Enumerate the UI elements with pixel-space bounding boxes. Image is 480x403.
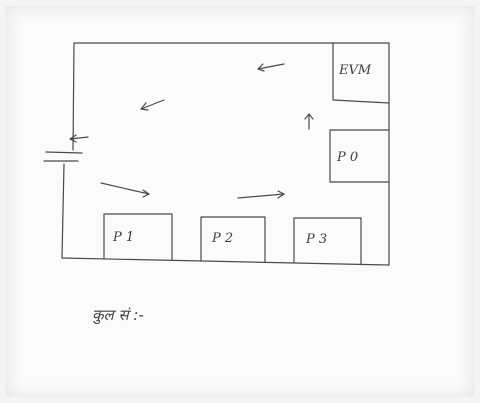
p3-label: P 3 [305, 232, 327, 247]
evm-label: EVM [338, 63, 372, 78]
room-bottom-wall [61, 257, 390, 266]
arrow-left-upper [140, 99, 165, 111]
p2-label: P 2 [211, 231, 233, 246]
p0-label: P 0 [336, 150, 358, 165]
arrow-entry-left [69, 134, 89, 143]
p0-box [329, 129, 390, 183]
paper-sheet [6, 6, 474, 397]
room-left-wall-lower [61, 163, 65, 259]
arrow-up-right [304, 113, 314, 130]
arrow-top-left [257, 63, 285, 72]
p1-box [103, 213, 173, 261]
p2-box [200, 216, 266, 263]
arrow-diagonal-right [100, 182, 150, 198]
entrance-mark-top [45, 151, 83, 154]
evm-box [332, 42, 390, 104]
caption-total-count: कुल सं :- [92, 306, 144, 325]
room-left-wall-upper [72, 42, 75, 151]
p3-box [293, 217, 362, 265]
p1-label: P 1 [112, 230, 134, 245]
arrow-right-middle [237, 190, 285, 199]
